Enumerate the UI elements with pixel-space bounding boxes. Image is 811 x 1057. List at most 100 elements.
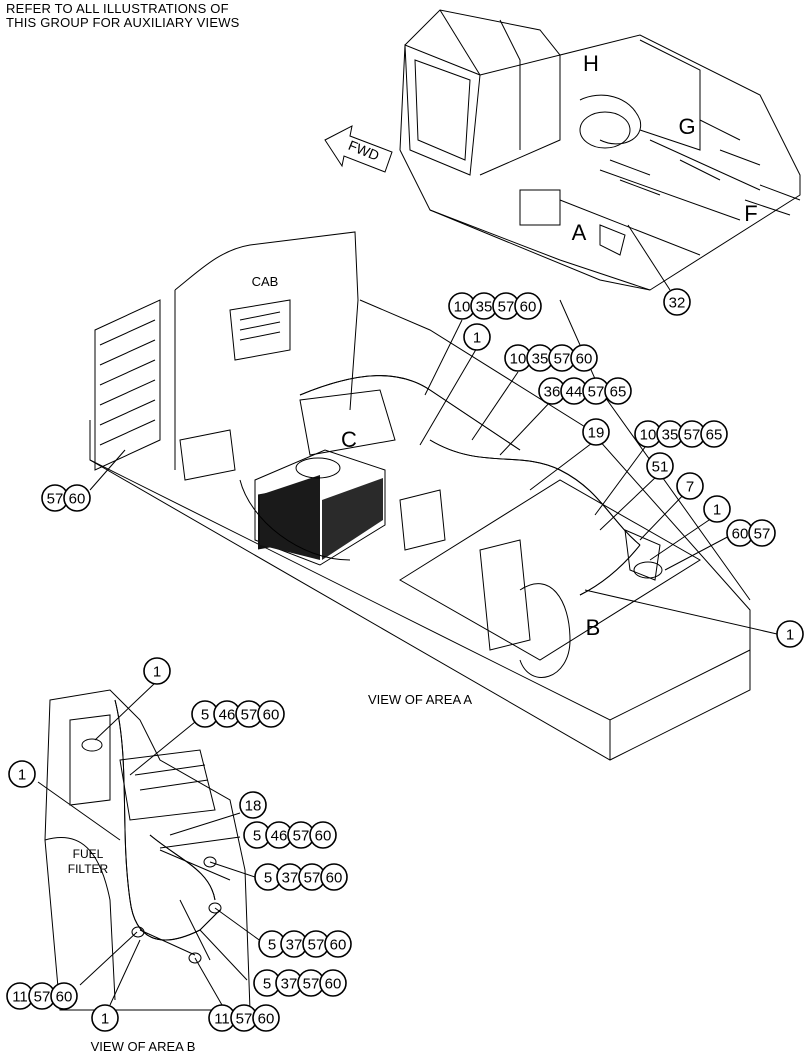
- callout-balloon: [748, 519, 776, 547]
- callout-group-b3: 1: [8, 760, 36, 788]
- callout-number: 1: [18, 767, 26, 784]
- area-letter-a: A: [572, 220, 587, 245]
- callout-number: 57: [236, 1011, 253, 1028]
- callout-number: 65: [706, 427, 723, 444]
- callout-balloon: [646, 452, 674, 480]
- callout-group-b10: 1: [91, 1004, 119, 1032]
- callout-group-callout: 32: [663, 288, 691, 316]
- callout-number: 57: [684, 427, 701, 444]
- callout-number: 35: [662, 427, 679, 444]
- callout-number: 57: [293, 828, 310, 845]
- header-note-line-1: REFER TO ALL ILLUSTRATIONS OF: [6, 1, 229, 16]
- area-a-view-label: VIEW OF AREA A: [368, 692, 472, 707]
- fwd-arrow-shape: [324, 125, 393, 173]
- callout-balloon: [604, 377, 632, 405]
- callout-group-g2: 1: [463, 323, 491, 351]
- overview-machine: FWD H G A F: [324, 9, 801, 291]
- callout-number: 5: [263, 976, 271, 993]
- callout-number: 5: [201, 707, 209, 724]
- callout-number: 46: [219, 707, 236, 724]
- callout-number: 5: [253, 828, 261, 845]
- callout-balloon: [676, 472, 704, 500]
- callout-group-b1: 1: [143, 657, 171, 685]
- callout-number: 35: [476, 299, 493, 316]
- callout-group-b11: 11 57 60: [208, 1004, 280, 1032]
- callout-number: 1: [473, 330, 481, 347]
- area-b-view-label: VIEW OF AREA B: [91, 1039, 196, 1054]
- callout-balloon: [582, 418, 610, 446]
- callout-number: 60: [325, 976, 342, 993]
- callout-number: 44: [566, 384, 583, 401]
- callout-number: 11: [214, 1011, 230, 1028]
- callout-balloon: [320, 863, 348, 891]
- callout-number: 1: [713, 502, 721, 519]
- callout-number: 57: [588, 384, 605, 401]
- callout-number: 57: [241, 707, 258, 724]
- callout-number: 57: [554, 351, 571, 368]
- callout-number: 60: [732, 526, 749, 543]
- callout-number: 57: [34, 989, 51, 1006]
- callout-balloon: [91, 1004, 119, 1032]
- callout-balloon: [514, 292, 542, 320]
- callout-number: 5: [264, 870, 272, 887]
- callout-number: 51: [652, 459, 669, 476]
- callout-number: 10: [640, 427, 657, 444]
- cab-label: CAB: [252, 274, 279, 289]
- area-letter-b: B: [586, 615, 601, 640]
- callout-balloon: [324, 930, 352, 958]
- callout-number: 1: [786, 627, 794, 644]
- callout-number: 37: [286, 937, 303, 954]
- callout-group-g9: 1: [703, 495, 731, 523]
- callout-balloon: [319, 969, 347, 997]
- callout-balloon: [50, 982, 78, 1010]
- callout-group-g11: 1: [776, 620, 804, 648]
- callout-number: 60: [520, 299, 537, 316]
- callout-balloon: [252, 1004, 280, 1032]
- callout-group-b2: 5 46 57 60: [191, 700, 285, 728]
- callout-group-g5: 19: [582, 418, 610, 446]
- callout-group-g8: 7: [676, 472, 704, 500]
- callout-group-b4: 18: [239, 791, 267, 819]
- callout-number: 5: [268, 937, 276, 954]
- callout-number: 60: [263, 707, 280, 724]
- callout-balloon: [570, 344, 598, 372]
- callout-number: 57: [47, 491, 64, 508]
- callout-number: 37: [281, 976, 298, 993]
- callout-balloon: [8, 760, 36, 788]
- callout-number: 57: [308, 937, 325, 954]
- callout-number: 60: [326, 870, 343, 887]
- callout-number: 60: [330, 937, 347, 954]
- callout-balloon: [257, 700, 285, 728]
- area-a-illustration: C B CAB VIEW OF AREA A: [89, 231, 778, 761]
- callout-number: 60: [576, 351, 593, 368]
- callout-number: 10: [454, 299, 471, 316]
- callout-number: 11: [12, 989, 28, 1006]
- callout-number: 57: [304, 870, 321, 887]
- callout-number: 19: [588, 425, 605, 442]
- callout-group-b5: 5 46 57 60: [243, 821, 337, 849]
- fuel-filter-label-line-2: FILTER: [68, 862, 109, 876]
- callout-group-g7: 51: [646, 452, 674, 480]
- callout-number: 37: [282, 870, 299, 887]
- fuel-filter-label-line-1: FUEL: [73, 847, 104, 861]
- callout-number: 60: [69, 491, 86, 508]
- callout-number: 60: [258, 1011, 275, 1028]
- callout-number: 1: [153, 664, 161, 681]
- callout-group-g1: 10 35 57 60: [448, 292, 542, 320]
- callout-number: 60: [315, 828, 332, 845]
- callout-group-b6: 5 37 57 60: [254, 863, 348, 891]
- callout-group-g12: 57 60: [41, 484, 91, 512]
- callout-number: 57: [498, 299, 515, 316]
- callout-group-g3: 10 35 57 60: [504, 344, 598, 372]
- callout-number: 35: [532, 351, 549, 368]
- callout-number: 46: [271, 828, 288, 845]
- header-note: REFER TO ALL ILLUSTRATIONS OF THIS GROUP…: [6, 2, 240, 30]
- callout-number: 10: [510, 351, 527, 368]
- callout-group-b7: 5 37 57 60: [258, 930, 352, 958]
